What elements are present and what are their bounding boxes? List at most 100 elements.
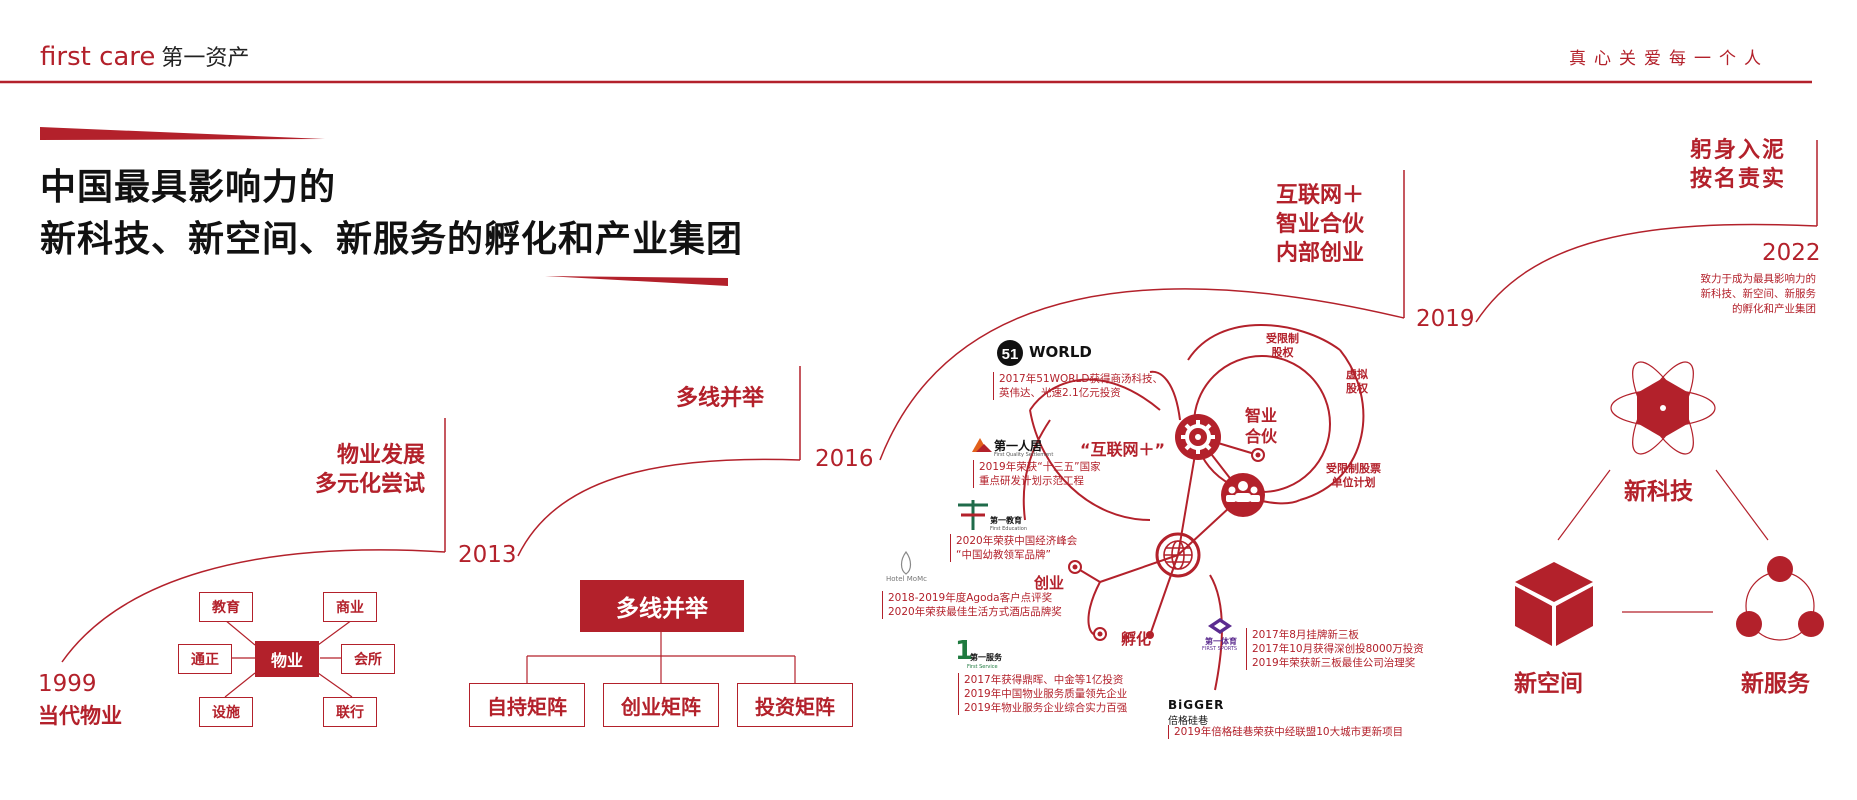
property-item-facility: 设施: [199, 697, 253, 727]
startup-label: 创业: [1034, 574, 1065, 592]
stage-2016-label: 多线并举: [676, 386, 765, 411]
world51-note-1: 2017年51WORLD获得商汤科技、: [999, 373, 1163, 385]
restricted-stock-line-1: 受限制股票: [1326, 462, 1381, 475]
cycle-icon: [1736, 556, 1824, 641]
atom-icon: [1610, 361, 1716, 455]
stage-2022-label: 躬身入泥 按名责实: [1690, 136, 1786, 194]
people-icon: [1226, 481, 1260, 502]
world51-logo: WORLD: [1029, 343, 1092, 361]
restricted-equity-line-2: 股权: [1271, 346, 1294, 359]
title-line-2: 新科技、新空间、新服务的孵化和产业集团: [40, 219, 744, 260]
diyitiyu-logo-mark: [1208, 618, 1232, 634]
triad-service-label: 新服务: [1741, 671, 1810, 697]
stage-2022-desc-2: 新科技、新空间、新服务: [1700, 288, 1817, 300]
year-2013: 2013: [458, 542, 517, 568]
year-2019: 2019: [1416, 306, 1475, 332]
stage-2022-line-1: 躬身入泥: [1690, 138, 1787, 163]
bigger-note: 2019年倍格硅巷荣获中经联盟10大城市更新项目: [1168, 725, 1403, 739]
partner-line-2: 合伙: [1244, 427, 1277, 446]
matrix-item-owned: 自持矩阵: [469, 683, 585, 727]
diyijiaoyu-logo: 第一教育: [990, 516, 1022, 525]
diyitiyu-note-2: 2017年10月获得深创投8000万投资: [1252, 643, 1424, 655]
hotel-logo: Hotel MoMc: [886, 575, 927, 583]
svg-text:51: 51: [1002, 346, 1019, 363]
diyitiyu-logo: 第一体育: [1205, 637, 1237, 646]
stage-2022-desc-3: 的孵化和产业集团: [1732, 303, 1816, 315]
restricted-equity-line-1: 受限制: [1266, 332, 1299, 345]
stage-2022-line-2: 按名责实: [1690, 167, 1787, 192]
diyijiaoyu-logo-mark: [958, 500, 988, 530]
hotel-logo-mark: [900, 550, 912, 575]
diyirenju-note-1: 2019年荣获“十三五”国家: [979, 461, 1101, 473]
matrix-head: 多线并举: [580, 580, 744, 632]
restricted-stock-line-2: 单位计划: [1331, 476, 1376, 489]
matrix-item-invest: 投资矩阵: [737, 683, 853, 727]
property-item-club: 会所: [341, 644, 395, 674]
virtual-equity-line-1: 虚拟: [1346, 368, 1368, 381]
partner-label: 智业 合伙: [1238, 405, 1284, 447]
partner-line-1: 智业: [1244, 406, 1277, 425]
world51-note: 2017年51WORLD获得商汤科技、 英伟达、光速2.1亿元投资: [993, 372, 1163, 400]
internet-plus-label: “互联网＋”: [1080, 440, 1166, 459]
restricted-stock-label: 受限制股票 单位计划: [1326, 462, 1381, 490]
bigger-logo-cn: 倍格硅巷: [1168, 716, 1208, 727]
diyirenju-logo-mark: [972, 438, 992, 452]
stage-2013-line-1: 物业发展: [336, 443, 425, 468]
stage-1999-label: 当代物业: [38, 704, 122, 728]
year-2022: 2022: [1762, 240, 1821, 266]
cube-icon: [1515, 562, 1593, 646]
triad-network: [1557, 469, 1769, 613]
year-1999: 1999: [38, 671, 97, 697]
property-item-lianhang: 联行: [323, 697, 377, 727]
triad-tech-label: 新科技: [1624, 479, 1693, 505]
stage-2019-line-3: 内部创业: [1276, 241, 1365, 266]
diyitiyu-note-1: 2017年8月挂牌新三板: [1252, 629, 1359, 641]
diyijiaoyu-note-1: 2020年荣获中国经济峰会: [956, 535, 1078, 547]
diyirenju-note: 2019年荣获“十三五”国家 重点研发计划示范工程: [973, 460, 1101, 488]
diyijiaoyu-note-2: “中国幼教领军品牌”: [956, 549, 1051, 561]
stage-2019-line-2: 智业合伙: [1276, 212, 1365, 237]
diyifuwu-note-3: 2019年物业服务企业综合实力百强: [964, 702, 1128, 714]
globe-icon: [1163, 540, 1193, 570]
incubate-label: 孵化: [1121, 630, 1152, 648]
brand-en: first care: [40, 42, 156, 72]
diyijiaoyu-logo-sub: First Education: [990, 526, 1028, 532]
bigger-logo: BiGGER: [1168, 698, 1225, 712]
diyifuwu-logo: 第一服务: [970, 653, 1002, 662]
gear-icon: [1181, 420, 1215, 454]
diyijiaoyu-note: 2020年荣获中国经济峰会 “中国幼教领军品牌”: [950, 534, 1077, 562]
hotel-note-1: 2018-2019年度Agoda客户点评奖: [888, 592, 1053, 604]
property-item-education: 教育: [199, 592, 253, 622]
stage-2013-line-2: 多元化尝试: [314, 472, 425, 497]
hotel-note-2: 2020年荣获最佳生活方式酒店品牌奖: [888, 606, 1062, 618]
stage-2022-desc-1: 致力于成为最具影响力的: [1700, 273, 1817, 285]
diyifuwu-note-2: 2019年中国物业服务质量领先企业: [964, 688, 1128, 700]
diyitiyu-logo-sub: FIRST SPORTS: [1202, 646, 1238, 652]
diyifuwu-note: 2017年获得鼎晖、中金等1亿投资 2019年中国物业服务质量领先企业 2019…: [958, 673, 1127, 715]
stage-2019-line-1: 互联网＋: [1276, 183, 1365, 208]
stage-2019-label: 互联网＋ 智业合伙 内部创业: [1276, 181, 1364, 268]
year-2016: 2016: [815, 446, 874, 472]
diyifuwu-logo-sub: First Service: [967, 664, 998, 670]
triad-space-label: 新空间: [1514, 671, 1583, 697]
matrix-item-startup: 创业矩阵: [603, 683, 719, 727]
world51-note-2: 英伟达、光速2.1亿元投资: [999, 387, 1121, 399]
restricted-equity-label: 受限制 股权: [1266, 332, 1299, 360]
diyirenju-logo: 第一人居: [994, 439, 1043, 453]
property-item-tongzheng: 通正: [178, 644, 232, 674]
world51-logo-mark: [997, 340, 1023, 366]
virtual-equity-label: 虚拟 股权: [1346, 368, 1368, 396]
page-title: 中国最具影响力的 新科技、新空间、新服务的孵化和产业集团: [40, 162, 743, 266]
virtual-equity-line-2: 股权: [1346, 382, 1368, 395]
slogan: 真心关爱每一个人: [1569, 49, 1769, 69]
title-line-1: 中国最具影响力的: [40, 167, 337, 208]
hotel-note: 2018-2019年度Agoda客户点评奖 2020年荣获最佳生活方式酒店品牌奖: [882, 591, 1062, 619]
diyitiyu-note-3: 2019年荣获新三板最佳公司治理奖: [1252, 657, 1416, 669]
property-item-commerce: 商业: [323, 592, 377, 622]
stage-2013-label: 物业发展 多元化尝试: [290, 441, 425, 499]
diyitiyu-note: 2017年8月挂牌新三板 2017年10月获得深创投8000万投资 2019年荣…: [1246, 628, 1424, 670]
diyifuwu-logo-num: 1: [955, 636, 974, 666]
stage-2022-desc: 致力于成为最具影响力的 新科技、新空间、新服务 的孵化和产业集团: [1650, 272, 1817, 317]
